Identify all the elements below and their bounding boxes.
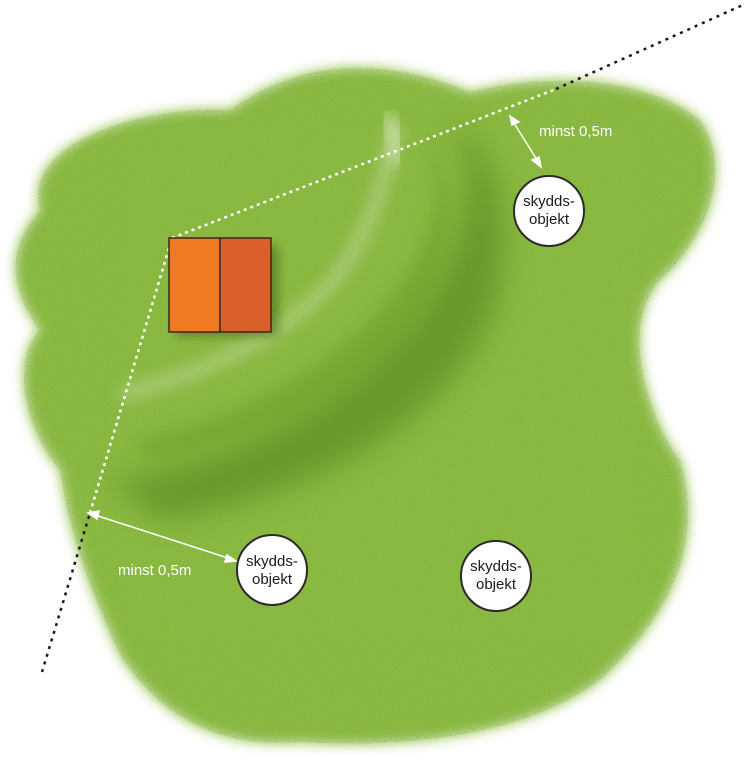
protected-object-top: skydds- objekt	[514, 176, 584, 246]
object-label-line2: objekt	[476, 576, 517, 593]
orange-block	[169, 238, 278, 336]
block-right-half	[220, 238, 271, 332]
object-label-line1: skydds-	[523, 193, 575, 210]
object-label-line1: skydds-	[470, 558, 522, 575]
distance-label-top: minst 0,5m	[539, 123, 612, 140]
block-left-half	[169, 238, 220, 332]
object-label-line1: skydds-	[246, 553, 298, 570]
object-label-line2: objekt	[529, 211, 570, 228]
distance-label-bottom: minst 0,5m	[118, 562, 191, 579]
protected-object-bottom-left: skydds- objekt	[237, 535, 307, 605]
boundary-line-top	[556, 4, 745, 89]
object-label-line2: objekt	[252, 571, 293, 588]
protected-object-bottom-right: skydds- objekt	[461, 541, 531, 611]
